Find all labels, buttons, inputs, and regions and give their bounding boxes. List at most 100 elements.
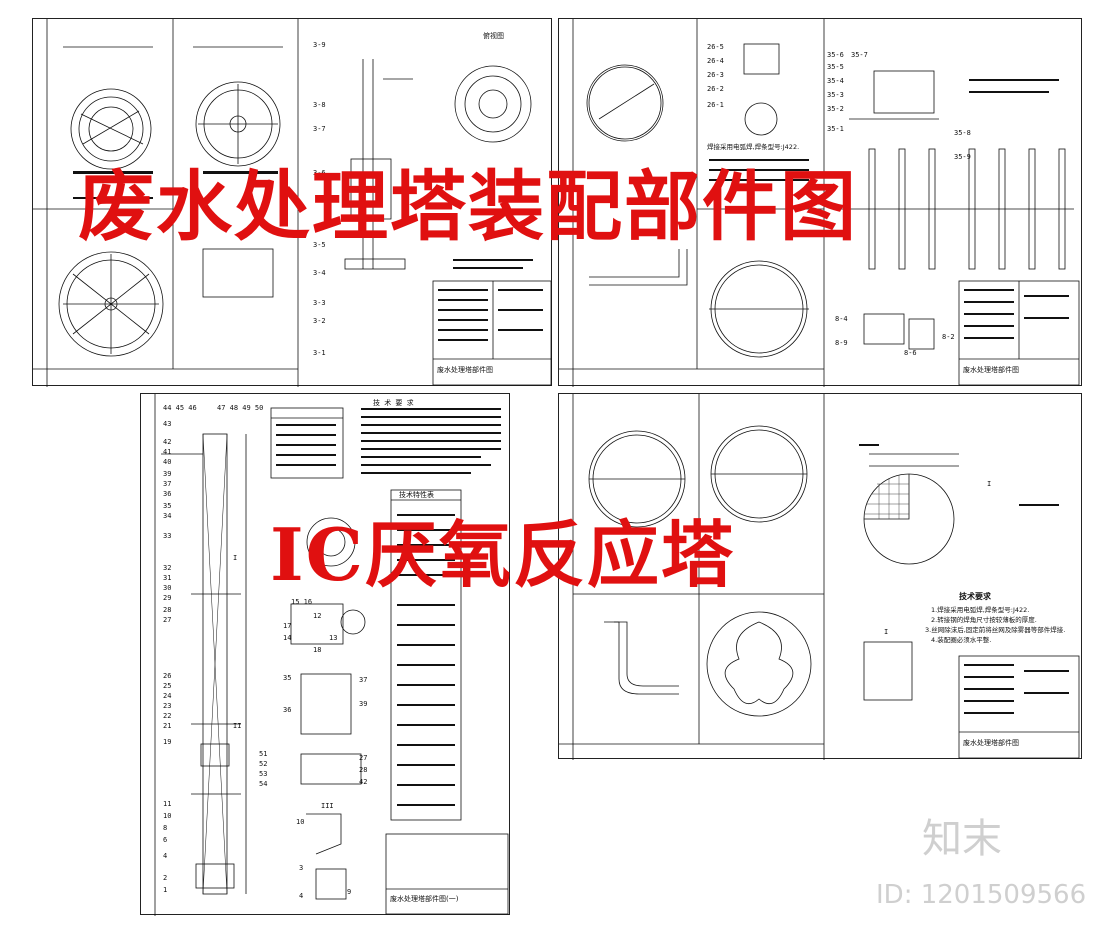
detail-label: 36 xyxy=(283,706,292,714)
part-number: 51 xyxy=(259,750,268,758)
detail-label: 8-9 xyxy=(835,339,848,347)
part-number: 35 xyxy=(163,502,172,510)
section-label: 26-4 xyxy=(707,57,724,65)
drawing-sheet-top-left: 俯视图 3-9 3-8 3-7 3-6 3-5 3-4 3-3 3-2 3-1 … xyxy=(32,18,552,387)
section-label: 35-5 xyxy=(827,63,844,71)
part-number: 39 xyxy=(163,470,172,478)
part-number: 36 xyxy=(163,490,172,498)
sheet-bottom-left-graphic xyxy=(154,394,509,916)
part-number: 21 xyxy=(163,722,172,730)
section-label: 26-3 xyxy=(707,71,724,79)
detail-label: 10 xyxy=(296,818,305,826)
weld-note: 焊接采用电弧焊,焊条型号:J422. xyxy=(707,143,800,151)
detail-label: 28 xyxy=(359,766,368,774)
detail-label: 27 xyxy=(359,754,368,762)
tech-requirement-line: 4.装配圈必须水平整. xyxy=(931,636,992,644)
detail-label: 4 xyxy=(299,892,304,900)
watermark-logo: 知末 xyxy=(922,816,1002,862)
section-mark: III xyxy=(321,802,334,810)
part-numbers-top: 44 45 46 xyxy=(163,404,197,412)
detail-label: 8-6 xyxy=(904,349,917,357)
title-block-name: 废水处理塔部件图(一) xyxy=(390,895,459,903)
detail-label: 42 xyxy=(359,778,368,786)
part-numbers-top-right: 47 48 49 50 xyxy=(217,404,264,412)
part-number: 29 xyxy=(163,594,172,602)
part-number: 41 xyxy=(163,448,172,456)
part-number: 52 xyxy=(259,760,268,768)
sheet-top-left-graphic xyxy=(33,19,552,387)
section-label: 35-8 xyxy=(954,129,971,137)
detail-label: 8-2 xyxy=(942,333,955,341)
drawing-sheet-bottom-right: I I 技术要求 1.焊接采用电弧焊,焊条型号:J422. 2.转接钢的焊角尺寸… xyxy=(558,393,1082,760)
section-label: 35-3 xyxy=(827,91,844,99)
part-number: 26 xyxy=(163,672,172,680)
detail-label: 17 xyxy=(283,622,292,630)
part-number: 19 xyxy=(163,738,172,746)
part-number: 8 xyxy=(163,824,168,832)
section-label: 3-2 xyxy=(313,317,326,325)
section-label: I xyxy=(884,628,889,636)
part-number: 37 xyxy=(163,480,172,488)
part-number: 10 xyxy=(163,812,172,820)
drawing-sheet-top-right: 26-5 26-4 26-3 26-2 26-1 35-6 35-7 35-5 … xyxy=(558,18,1082,387)
section-label: 3-3 xyxy=(313,299,326,307)
detail-label: 12 xyxy=(313,612,322,620)
title-block-name: 废水处理塔部件图 xyxy=(963,366,1019,374)
detail-label: 35 xyxy=(283,674,292,682)
tech-table-header: 技术特性表 xyxy=(399,491,434,499)
detail-label: 18 xyxy=(313,646,322,654)
part-number: 24 xyxy=(163,692,172,700)
overlay-title-middle: IC厌氧反应塔 xyxy=(270,512,735,597)
section-label: 3-5 xyxy=(313,241,326,249)
section-label: 35-6 xyxy=(827,51,844,59)
section-label: 3-6 xyxy=(313,169,326,177)
part-number: 33 xyxy=(163,532,172,540)
detail-label: 39 xyxy=(359,700,368,708)
section-label: 3-8 xyxy=(313,101,326,109)
part-number: 28 xyxy=(163,606,172,614)
section-label: I xyxy=(987,480,992,488)
part-number: 34 xyxy=(163,512,172,520)
part-number: 42 xyxy=(163,438,172,446)
part-number: 23 xyxy=(163,702,172,710)
detail-label: 9 xyxy=(347,888,352,896)
part-number: 27 xyxy=(163,616,172,624)
part-number: 25 xyxy=(163,682,172,690)
detail-label: 15 16 xyxy=(291,598,313,606)
section-mark: II xyxy=(233,722,242,730)
tech-requirement-line: 3.丝网除沫后,固定前将丝网及除雾器等部件焊接. xyxy=(925,626,1066,634)
part-number: 43 xyxy=(163,420,172,428)
part-number: 4 xyxy=(163,852,168,860)
section-mark: I xyxy=(233,554,238,562)
section-label: 26-1 xyxy=(707,101,724,109)
view-title: 俯视图 xyxy=(483,32,504,40)
section-label: 35-2 xyxy=(827,105,844,113)
part-number: 40 xyxy=(163,458,172,466)
part-number: 22 xyxy=(163,712,172,720)
detail-label: 3 xyxy=(299,864,304,872)
part-number: 31 xyxy=(163,574,172,582)
tech-requirements-title: 技术要求 xyxy=(959,592,991,601)
sheet-top-right-graphic xyxy=(559,19,1080,387)
detail-label: 13 xyxy=(329,634,338,642)
watermark-id: ID: 1201509566 xyxy=(876,880,1087,910)
section-label: 3-4 xyxy=(313,269,326,277)
part-number: 11 xyxy=(163,800,172,808)
tech-requirements-header: 技 术 要 求 xyxy=(373,399,414,407)
section-label: 3-9 xyxy=(313,41,326,49)
section-label: 35-9 xyxy=(954,153,971,161)
part-number: 32 xyxy=(163,564,172,572)
part-number: 6 xyxy=(163,836,168,844)
part-number: 1 xyxy=(163,886,168,894)
title-block-name: 废水处理塔部件图 xyxy=(963,739,1019,747)
part-number: 30 xyxy=(163,584,172,592)
sheet-bottom-right-graphic xyxy=(559,394,1080,760)
section-label: 26-2 xyxy=(707,85,724,93)
tech-requirement-line: 2.转接钢的焊角尺寸按较薄板的厚度. xyxy=(931,616,1037,624)
section-label: 35-4 xyxy=(827,77,844,85)
title-block-name: 废水处理塔部件图 xyxy=(437,366,493,374)
detail-label: 8-4 xyxy=(835,315,848,323)
section-label: 3-1 xyxy=(313,349,326,357)
part-number: 53 xyxy=(259,770,268,778)
section-label: 3-7 xyxy=(313,125,326,133)
